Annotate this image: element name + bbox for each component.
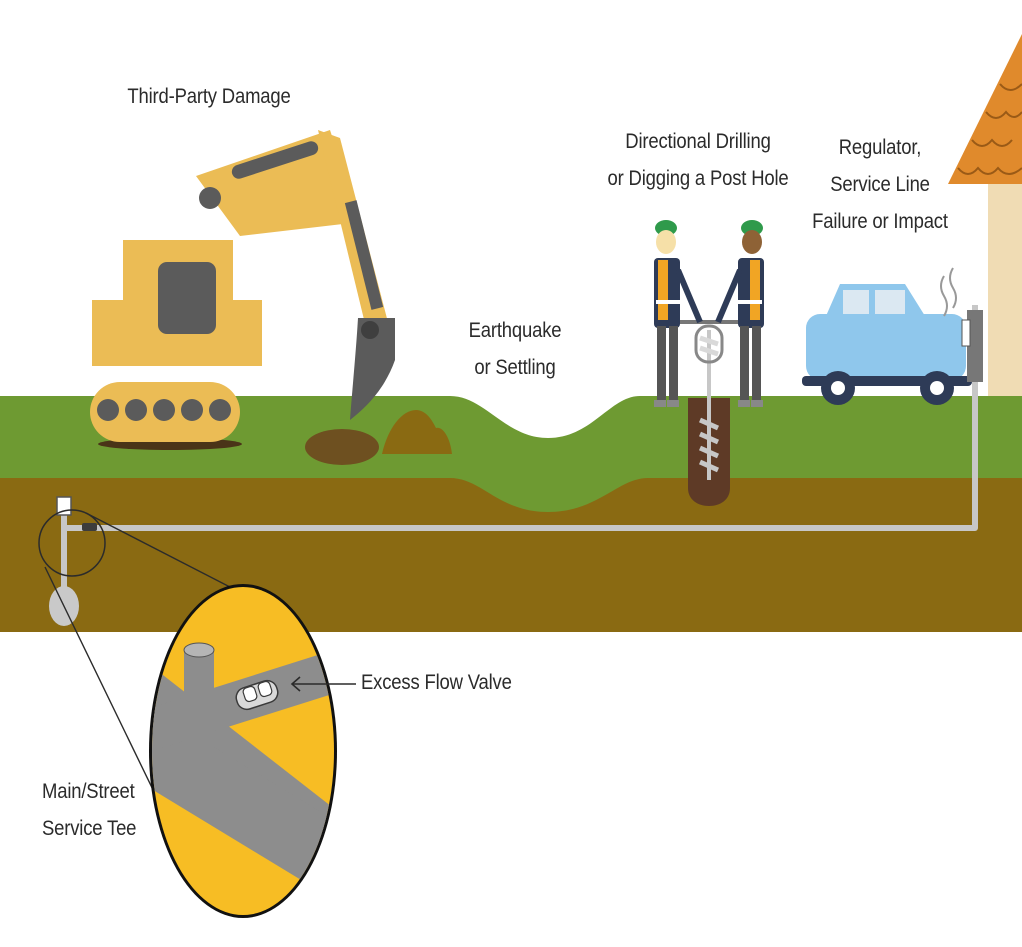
label-main-street-service-tee: Main/Street Service Tee	[42, 780, 137, 840]
excess-flow-valve-icon	[235, 679, 279, 711]
label-directional-drilling: Directional Drilling or Digging a Post H…	[607, 130, 789, 190]
dug-hole-icon	[305, 429, 379, 465]
detail-callout-circle	[38, 509, 106, 577]
worker-icon	[715, 220, 764, 407]
label-excess-flow-valve: Excess Flow Valve	[361, 671, 512, 694]
label-third-party-damage: Third-Party Damage	[127, 85, 291, 108]
valve-pointer-arrowhead	[290, 676, 301, 692]
gas-meter-dial	[961, 319, 971, 347]
magnifier-icon	[149, 584, 337, 918]
gas-meter-icon	[967, 310, 983, 382]
pickup-truck-icon	[802, 267, 972, 405]
excavator-icon	[90, 130, 395, 450]
worker-icon	[654, 220, 703, 407]
grass-surface	[0, 396, 1022, 512]
house-icon	[948, 34, 1022, 396]
dirt-mound-icon	[382, 410, 452, 454]
label-regulator-failure: Regulator, Service Line Failure or Impac…	[812, 136, 948, 233]
label-earthquake-settling: Earthquake or Settling	[468, 319, 562, 379]
auger-icon	[670, 320, 748, 506]
excess-flow-valve-marker	[82, 523, 97, 531]
